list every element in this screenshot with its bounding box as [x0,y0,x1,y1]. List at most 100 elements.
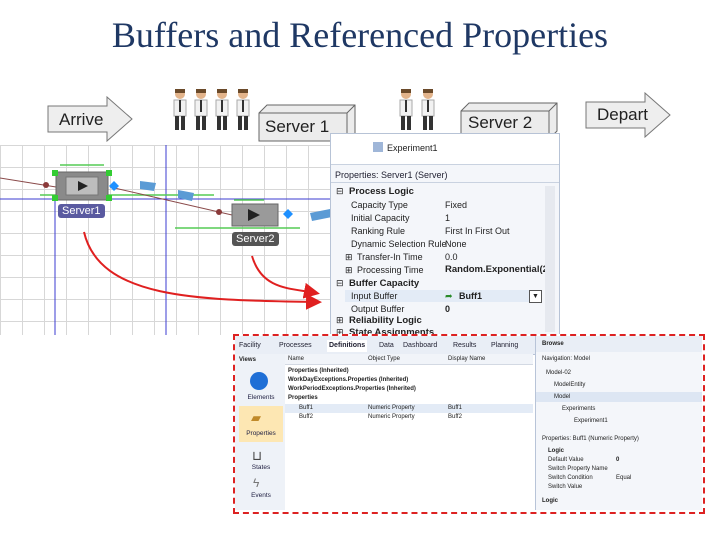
expand-icon[interactable]: ⊞ [345,265,353,275]
prop-key: Switch Property Name [548,466,608,472]
dropdown-chevron-icon[interactable]: ▼ [529,290,542,303]
states-icon[interactable]: ⊔ [252,448,263,463]
tab-data[interactable]: Data [379,342,394,349]
side-properties[interactable]: Properties [246,430,276,437]
browse-panel: Browse Navigation: Model Model-02 ModelE… [535,336,702,510]
prop-key: Ranking Rule [351,226,406,236]
server1-box: Server 1 [258,104,356,142]
side-events[interactable]: Events [251,492,271,499]
tree-experiment1[interactable]: Experiment1 [574,418,608,424]
prop-key: Processing Time [357,265,424,275]
prop-value: First In First Out [445,226,510,236]
arrive-label: Arrive [59,110,104,129]
buff1-prop-header: Properties: Buff1 (Numeric Property) [542,436,639,442]
tree-experiments[interactable]: Experiments [562,406,596,412]
prop-value: None [445,239,467,249]
prop-key: Capacity Type [351,200,408,210]
server2-canvas-label[interactable]: Server2 [232,232,279,246]
server1-label: Server 1 [265,117,330,136]
table-row[interactable]: Buff1 Numeric Property Buff1 [285,404,533,413]
browse-header: Browse [536,336,702,352]
cell-display: Buff2 [448,414,462,420]
expand-icon[interactable]: ⊞ [345,252,353,262]
prop-row[interactable]: Output Buffer 0 [345,303,541,315]
col-object-type: Object Type [368,356,400,362]
expand-icon[interactable]: ⊞ [336,315,344,325]
tab-processes[interactable]: Processes [279,342,312,349]
group-workday-exceptions[interactable]: WorkDayExceptions.Properties (Inherited) [288,377,409,383]
tree-model-02[interactable]: Model-02 [546,370,572,376]
prop-value[interactable]: Equal [616,475,632,481]
cell-name: Buff1 [299,405,313,411]
prop-row[interactable]: Ranking Rule First In First Out [345,225,541,237]
cell-display: Buff1 [448,405,462,411]
properties-panel: Experiment1 Properties: Server1 (Server)… [330,133,560,341]
prop-value: 1 [445,213,451,223]
prop-key: Output Buffer [351,304,405,314]
group-properties-inherited[interactable]: Properties (Inherited) [288,368,349,374]
group-properties[interactable]: Properties [288,395,318,401]
table-header: Name Object Type Display Name [285,354,533,365]
expand-icon[interactable]: ⊞ [336,327,344,337]
properties-icon[interactable]: ▰ [251,410,261,425]
model-canvas[interactable]: Server1 Server2 [0,145,334,335]
prop-key: Transfer-In Time [357,252,423,262]
server1-canvas-label[interactable]: Server1 [58,204,105,218]
experiment-strip: Experiment1 [331,134,559,165]
prop-key: Input Buffer [351,291,398,301]
category-reliability-logic[interactable]: Reliability Logic [349,315,422,326]
divider [331,182,559,183]
server2-label: Server 2 [468,113,533,132]
prop-key: Switch Condition [548,475,593,481]
elements-icon[interactable] [250,372,268,390]
tab-definitions[interactable]: Definitions [327,340,368,352]
prop-key: Switch Value [548,484,583,490]
tab-planning[interactable]: Planning [491,342,519,349]
tab-dashboard[interactable]: Dashboard [403,342,438,349]
cell-type: Numeric Property [368,414,415,420]
prop-row-input-buffer[interactable]: Input Buffer ➦ Buff1 ▼ [345,290,542,303]
logic-category[interactable]: Logic [548,448,564,454]
properties-selected-bg [239,406,283,442]
server2-box: Server 2 [460,102,558,140]
category-buffer-capacity[interactable]: Buffer Capacity [349,278,420,289]
tree-model[interactable]: Model [554,394,571,400]
definitions-screenshot: Facility Processes Definitions Data Dash… [233,334,705,514]
scrollbar[interactable] [545,186,555,332]
prop-key: Default Value [548,457,584,463]
prop-key: Dynamic Selection Rule [351,239,447,249]
table-row[interactable]: Buff2 Numeric Property Buff2 [285,413,533,422]
collapse-icon[interactable]: ⊟ [336,278,344,288]
cell-type: Numeric Property [368,405,415,411]
prop-value: Fixed [445,200,468,210]
side-states[interactable]: States [251,464,271,471]
category-process-logic[interactable]: Process Logic [349,186,414,197]
col-display-name: Display Name [448,356,486,362]
group-workperiod-exceptions[interactable]: WorkPeriodExceptions.Properties (Inherit… [288,386,416,392]
prop-row[interactable]: Initial Capacity 1 [345,212,541,224]
prop-value[interactable]: 0 [616,457,620,463]
prop-row[interactable]: Capacity Type Fixed [345,199,541,211]
logic-footer: Logic [542,498,558,504]
tab-results[interactable]: Results [453,342,477,349]
collapse-icon[interactable]: ⊟ [336,186,344,196]
ribbon-tabs: Facility Processes Definitions Data Dash… [235,336,535,355]
prop-row[interactable]: ⊞ Transfer-In Time 0.0 [345,251,541,263]
prop-value: Buff1 [459,291,482,301]
prop-value: 0 [445,304,451,314]
tab-facility[interactable]: Facility [239,342,261,349]
events-icon[interactable]: ϟ [253,476,260,490]
side-elements[interactable]: Elements [247,394,275,401]
properties-header: Properties: Server1 (Server) [335,170,448,180]
prop-value: 0.0 [445,252,458,262]
views-label: Views [239,357,256,363]
depart-arrow: Depart [585,92,671,138]
nav-label: Navigation: Model [542,356,591,362]
tree-modelentity[interactable]: ModelEntity [554,382,586,388]
category-state-assignments[interactable]: State Assignments [349,327,435,338]
prop-key: Initial Capacity [351,213,410,223]
experiment-node[interactable]: Experiment1 [387,143,438,153]
